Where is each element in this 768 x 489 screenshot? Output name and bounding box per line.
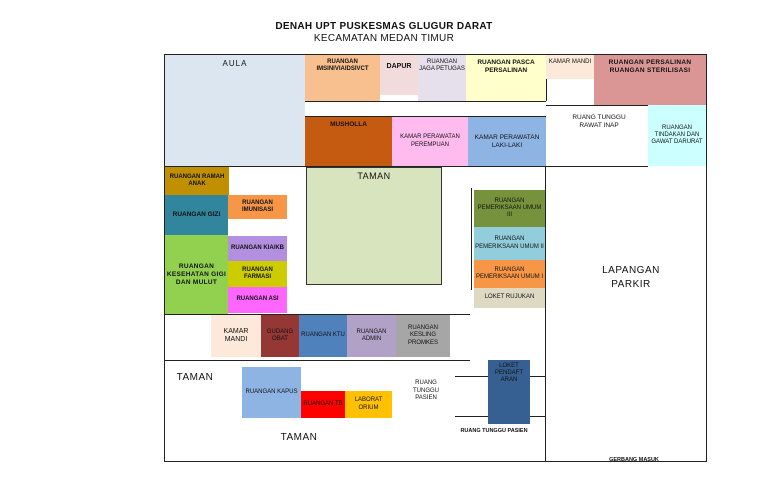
corridor-line — [305, 101, 546, 102]
room-imunisasi: RUANGAN IMUNISASI — [228, 195, 287, 219]
room-kesehatan-gigi: RUANGAN KESEHATAN GIGI DAN MULUT — [165, 235, 228, 315]
room-jaga-petugas: RUANGAN JAGA PETUGAS — [418, 55, 466, 101]
site-boundary — [164, 54, 707, 462]
room-ktu: RUANGAN KTU — [299, 315, 347, 357]
room-gudang-obat: GUDANG OBAT — [261, 315, 299, 357]
label-ruang-tunggu-pasien: RUANG TUNGGU PASIEN — [413, 380, 439, 401]
label-ruang-tunggu-pasien-bottom: RUANG TUNGGU PASIEN — [460, 428, 528, 434]
room-ramah-anak: RUANGAN RAMAH ANAK — [165, 167, 229, 195]
corridor-line — [165, 166, 648, 167]
room-kiakb: RUANGAN KIA/KB — [228, 236, 287, 261]
label-tunggu-rawat-inap: RUANG TUNGGU RAWAT INAP — [572, 114, 626, 130]
corridor-line — [546, 105, 706, 106]
room-tb: RUANGAN TB — [301, 391, 345, 418]
corridor-line — [165, 360, 470, 361]
room-persalinan-sterilisasi: RUANGAN PERSALINAN RUANGAN STERILISASI — [594, 55, 706, 105]
room-pemeriksaan-umum-1: RUANGAN PEMERIKSAAN UMUM I — [474, 260, 545, 288]
room-rawat-perempuan: KAMAR PERAWATAN PEREMPUAN — [392, 117, 468, 166]
room-rawat-laki: KAMAR PERAWATAN LAKI-LAKI — [468, 117, 546, 166]
room-musholla: MUSHOLLA — [305, 117, 392, 166]
label-taman-left: TAMAN — [176, 372, 214, 383]
room-asi: RUANGAN ASI — [228, 287, 287, 313]
corridor-line — [545, 166, 546, 462]
room-admin: RUANGAN ADMIN — [347, 315, 396, 357]
room-farmasi: RUANGAN FARMASI — [228, 261, 287, 287]
label-taman-bottom: TAMAN — [280, 432, 318, 443]
room-pemeriksaan-umum-2: RUANGAN PEMERIKSAAN UMUM II — [474, 227, 545, 260]
room-tindakan: RUANGAN TINDAKAN DAN GAWAT DARURAT — [648, 105, 706, 166]
room-kamar-mandi-top: KAMAR MANDI — [546, 55, 594, 79]
room-aula: AULA — [165, 55, 305, 166]
corridor-line — [471, 188, 472, 290]
room-dapur: DAPUR — [380, 55, 418, 95]
room-loket-pendaftaran: LOKET PENDAFT ARAN — [488, 360, 530, 424]
room-imsinivia: RUANGAN IMSINIVIAIDSIVCT — [305, 55, 380, 101]
room-kapus: RUANGAN KAPUS — [242, 367, 301, 418]
plan-title-line2: KECAMATAN MEDAN TIMUR — [313, 33, 455, 44]
room-gizi: RUANGAN GIZI — [165, 195, 228, 235]
room-pemeriksaan-umum-3: RUANGAN PEMERIKSAAN UMUM III — [474, 190, 545, 227]
label-gerbang-masuk: GERBANG MASUK — [609, 457, 659, 463]
room-kamar-mandi-mid: KAMAR MANDI — [211, 315, 261, 357]
room-kesling-promkes: RUANGAN KESLING PROMKES — [396, 315, 450, 357]
room-laboratorium: LABORAT ORIUM — [345, 391, 392, 418]
corridor-line — [305, 116, 546, 117]
corridor-line — [546, 79, 547, 101]
room-pasca-persalinan: RUANGAN PASCA PERSALINAN — [466, 55, 546, 101]
room-loket-rujukan: LOKET RUJUKAN — [474, 288, 545, 308]
corridor-line — [165, 314, 470, 315]
label-lapangan-parkir: LAPANGAN PARKIR — [602, 265, 660, 290]
garden-center: TAMAN — [306, 167, 442, 285]
plan-title-line1: DENAH UPT PUSKESMAS GLUGUR DARAT — [275, 21, 493, 32]
